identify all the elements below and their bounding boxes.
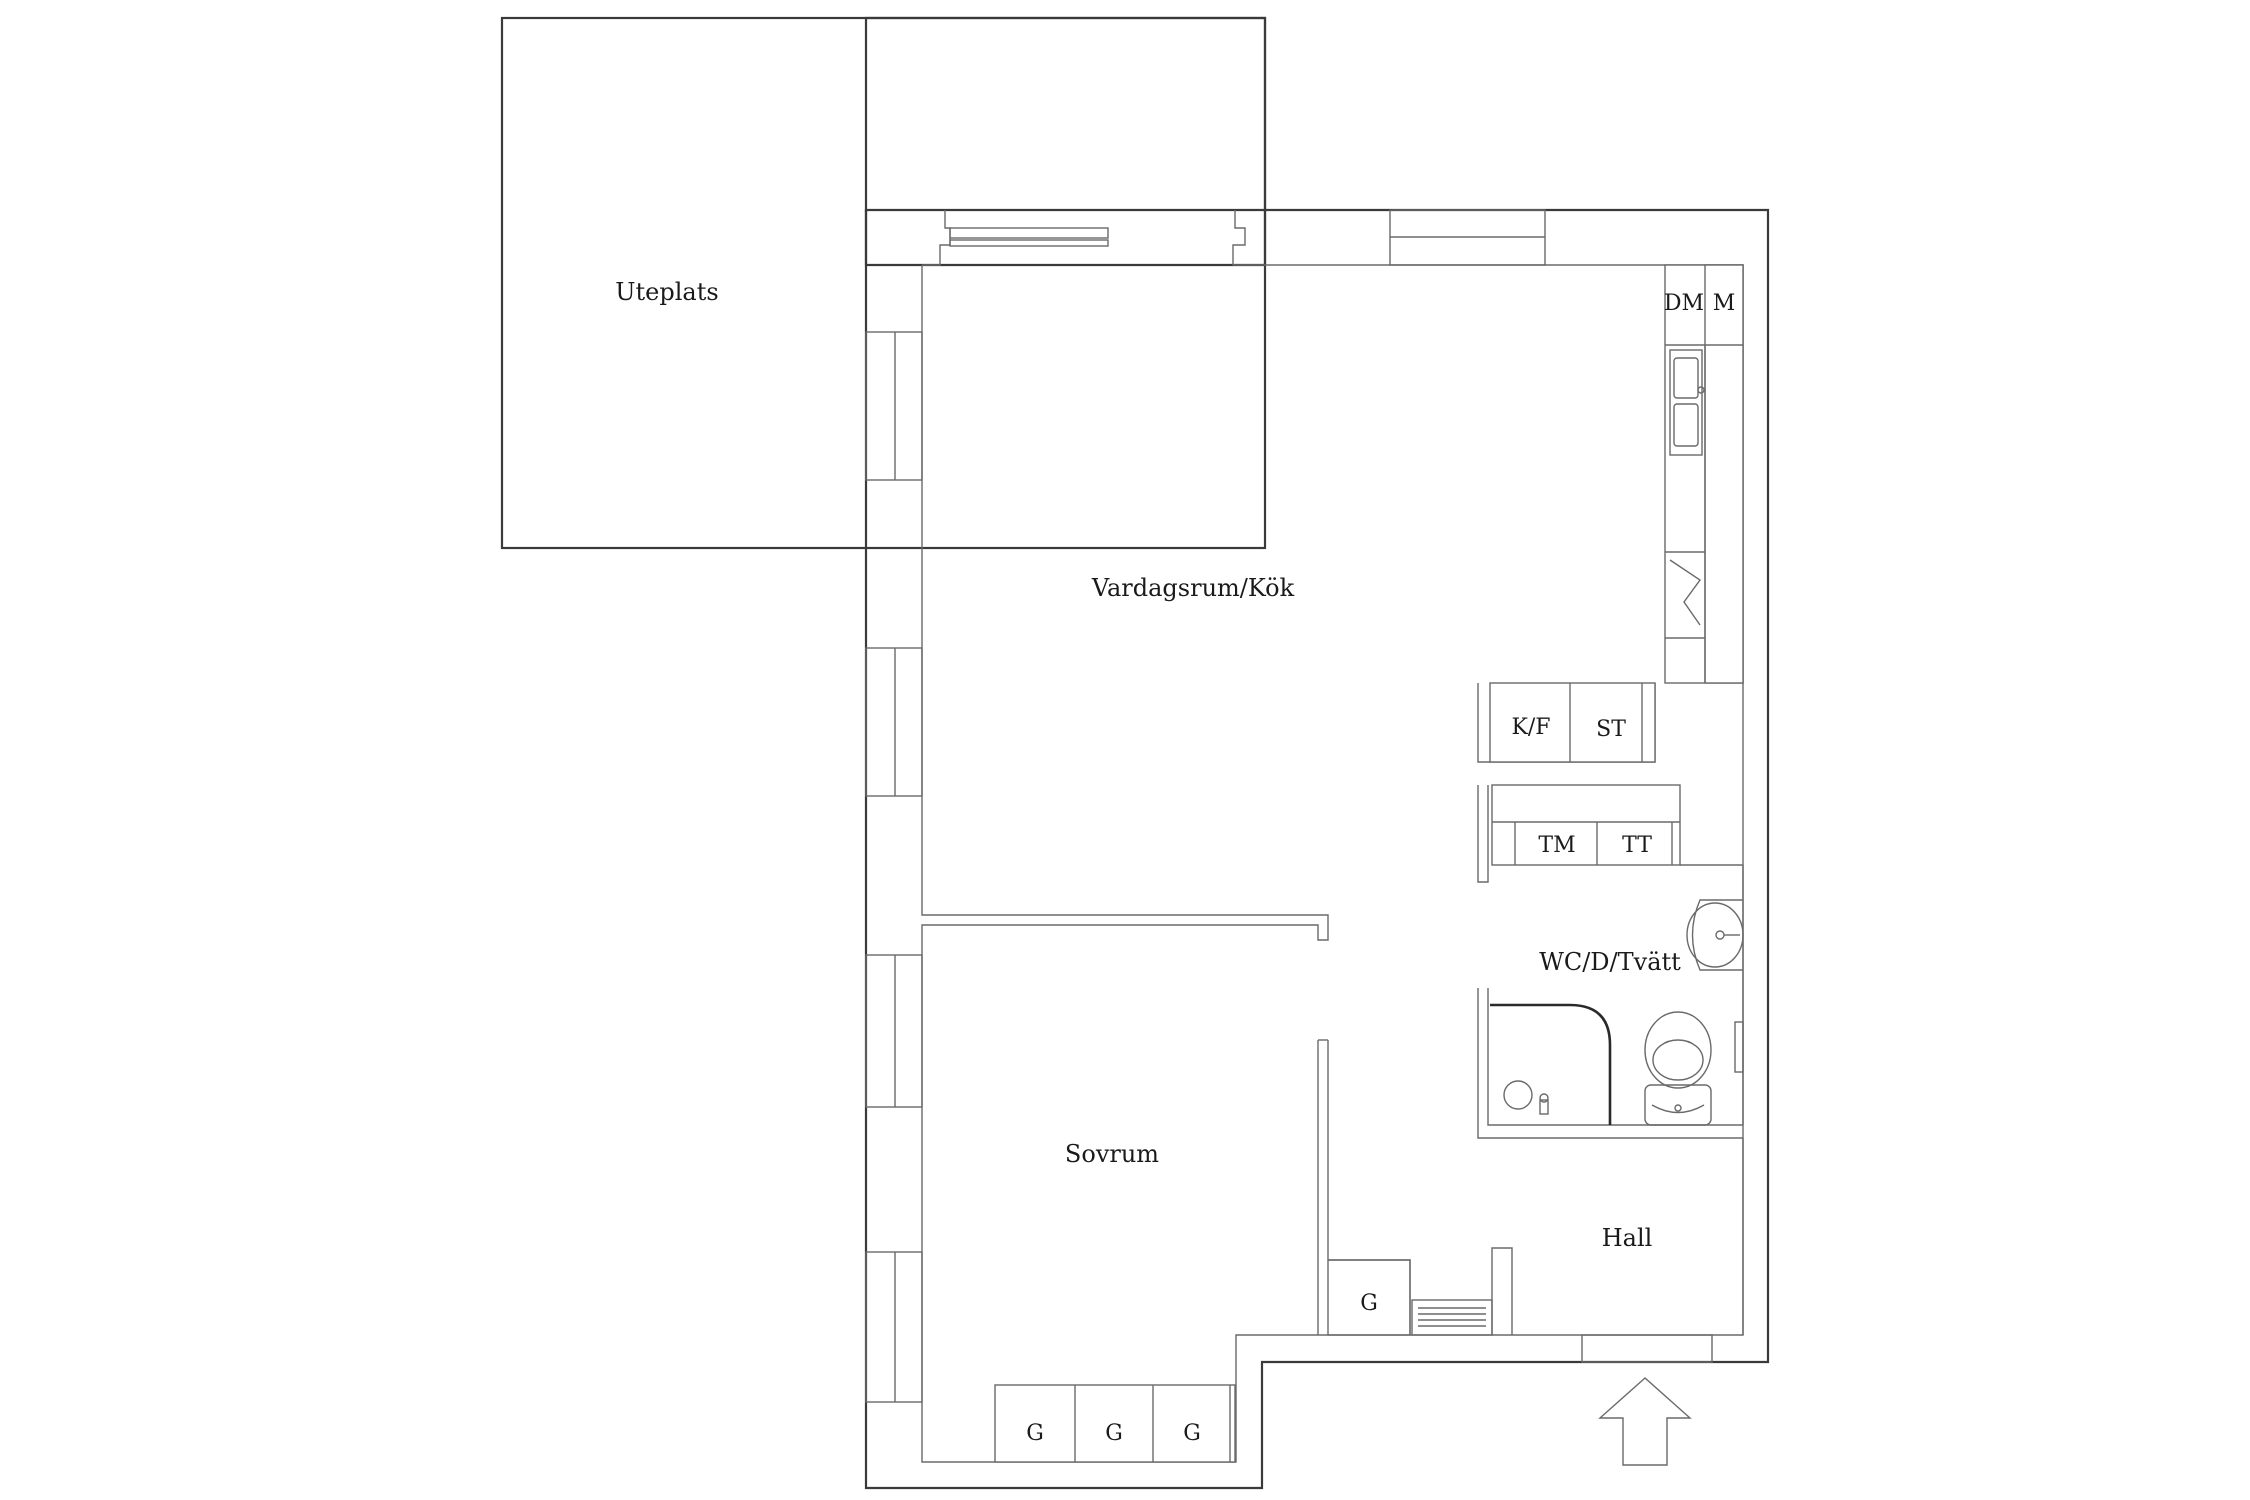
room-label-hall: Hall <box>1602 1224 1653 1252</box>
fixture-label-m: M <box>1713 291 1736 316</box>
shoe-rack <box>1411 1299 1493 1336</box>
fixture-label-g-hall: G <box>1360 1291 1378 1316</box>
fixture-label-g-sovrum-3: G <box>1183 1421 1201 1446</box>
room-label-wc: WC/D/Tvätt <box>1539 948 1681 976</box>
fixture-label-tt: TT <box>1622 833 1652 858</box>
entrance-arrow-icon <box>1598 1377 1692 1466</box>
stove-icon <box>1669 559 1701 626</box>
laundry-cabinets <box>1477 784 1681 883</box>
kitchen-cabinets <box>1477 682 1656 763</box>
fixture-label-dm: DM <box>1664 291 1704 316</box>
fixture-label-g-sovrum-1: G <box>1026 1421 1044 1446</box>
toilet-icon <box>1644 1011 1712 1126</box>
shower-icon <box>1490 1003 1612 1125</box>
room-label-uteplats: Uteplats <box>615 278 718 306</box>
fixture-label-g-sovrum-2: G <box>1105 1421 1123 1446</box>
kitchen-counter <box>1664 264 1744 684</box>
room-label-vardagsrum-kok: Vardagsrum/Kök <box>1091 574 1295 602</box>
fixture-label-kf: K/F <box>1511 715 1550 740</box>
terrace-area <box>500 16 1267 550</box>
fixture-label-st: ST <box>1596 717 1626 742</box>
bedroom-walls <box>994 1039 1329 1463</box>
bathroom-walls <box>1477 864 1744 1139</box>
hall-walls <box>1327 1138 1744 1363</box>
wash-basin-icon <box>1686 899 1744 971</box>
fixture-label-tm: TM <box>1538 833 1575 858</box>
room-label-sovrum: Sovrum <box>1065 1140 1159 1168</box>
sink-icon <box>1669 349 1705 456</box>
